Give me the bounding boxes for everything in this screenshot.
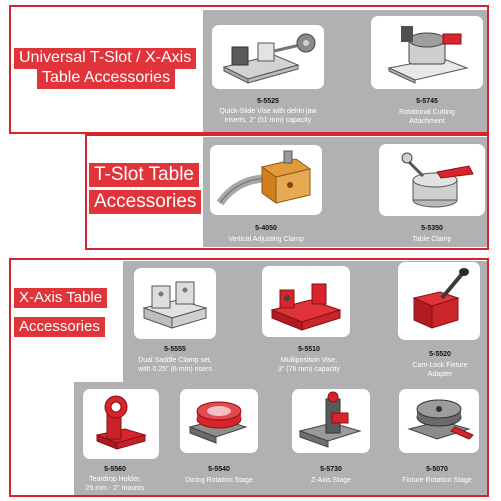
- product-desc-5-5555-line-1: Dual Saddle Clamp set,: [138, 357, 212, 364]
- dicing-rotation-stage-icon: [188, 401, 248, 444]
- section-universal-title-line-1: Universal T-Slot / X-Axis: [14, 48, 197, 69]
- product-desc-5-5745-line-2: Attachment: [409, 118, 445, 125]
- z-axis-stage-icon: [298, 391, 362, 448]
- vertical-adjusting-clamp-icon: [216, 150, 312, 206]
- product-card-5-5350[interactable]: [379, 144, 485, 216]
- product-desc-5-5525-line-1: Quick-Slide Vise with delrin jaw: [219, 108, 317, 115]
- product-card-5-5510[interactable]: [262, 266, 350, 337]
- product-code-5-5560: 5-5560: [104, 466, 126, 473]
- section-tslot-title-line-2: Accessories: [89, 190, 202, 214]
- product-code-5-5525: 5-5525: [257, 98, 279, 105]
- product-card-5-5525[interactable]: [212, 25, 324, 89]
- dual-saddle-clamp-icon: [142, 281, 208, 329]
- product-desc-5-5070-line-1: Fixture Rotation Stage: [402, 477, 472, 484]
- product-code-5-5350: 5-5350: [421, 225, 443, 232]
- product-card-5-5540[interactable]: [180, 389, 258, 453]
- product-desc-5-5745-line-1: Rotational Cutting: [399, 109, 455, 116]
- product-card-5-5560[interactable]: [83, 389, 159, 459]
- product-desc-5-5510-line-1: Multiposition Vise,: [280, 357, 338, 364]
- cam-lock-fixture-adapter-icon: [412, 268, 469, 329]
- product-code-5-5510: 5-5510: [298, 346, 320, 353]
- product-card-5-5555[interactable]: [134, 268, 216, 339]
- product-desc-5-5525-line-2: inserts, 2" (51 mm) capacity: [224, 117, 312, 124]
- product-card-5-5730[interactable]: [292, 389, 370, 453]
- product-desc-5-5560-line-1: Teardrop Holder,: [89, 476, 141, 483]
- table-clamp-icon: [401, 152, 474, 208]
- product-code-5-5555: 5-5555: [164, 346, 186, 353]
- product-card-5-4050[interactable]: [210, 145, 322, 215]
- product-card-5-5520[interactable]: [398, 262, 480, 340]
- product-desc-5-5560-line-2: 25 mm - 2" mounts: [85, 485, 145, 492]
- section-universal-title-line-2: Table Accessories: [37, 68, 176, 89]
- product-desc-5-5540-line-1: Dicing Rotation Stage: [185, 477, 253, 484]
- section-xaxis-title-line-2: Accessories: [14, 317, 105, 337]
- teardrop-holder-icon: [95, 395, 147, 450]
- product-code-5-5540: 5-5540: [208, 466, 230, 473]
- product-desc-5-5510-line-2: 3" (76 mm) capacity: [277, 366, 340, 373]
- quick-slide-vise-icon: [222, 33, 316, 84]
- product-card-5-5745[interactable]: [371, 16, 483, 89]
- section-tslot-title-line-1: T-Slot Table: [89, 163, 199, 187]
- fixture-rotation-stage-icon: [407, 399, 474, 440]
- product-card-5-5070[interactable]: [399, 389, 479, 453]
- product-desc-5-4050-line-1: Vertical Adjusting Clamp: [228, 236, 304, 243]
- section-xaxis-title-line-1: X-Axis Table: [14, 288, 108, 308]
- product-desc-5-5555-line-2: with 0.25" (6 mm) risers: [138, 366, 212, 373]
- product-code-5-5745: 5-5745: [416, 98, 438, 105]
- product-desc-5-5520-line-2: Adapter: [427, 371, 453, 378]
- product-desc-5-5730-line-1: Z-Axis Stage: [310, 477, 352, 484]
- product-desc-5-5520-line-1: Cam-Lock Fixture: [412, 362, 468, 369]
- product-desc-5-5350-line-1: Table Clamp: [412, 236, 452, 243]
- product-code-5-5070: 5-5070: [426, 466, 448, 473]
- product-code-5-4050: 5-4050: [255, 225, 277, 232]
- rotational-cutting-attachment-icon: [387, 26, 469, 84]
- product-code-5-5730: 5-5730: [320, 466, 342, 473]
- multiposition-vise-icon: [270, 283, 342, 331]
- product-code-5-5520: 5-5520: [429, 351, 451, 358]
